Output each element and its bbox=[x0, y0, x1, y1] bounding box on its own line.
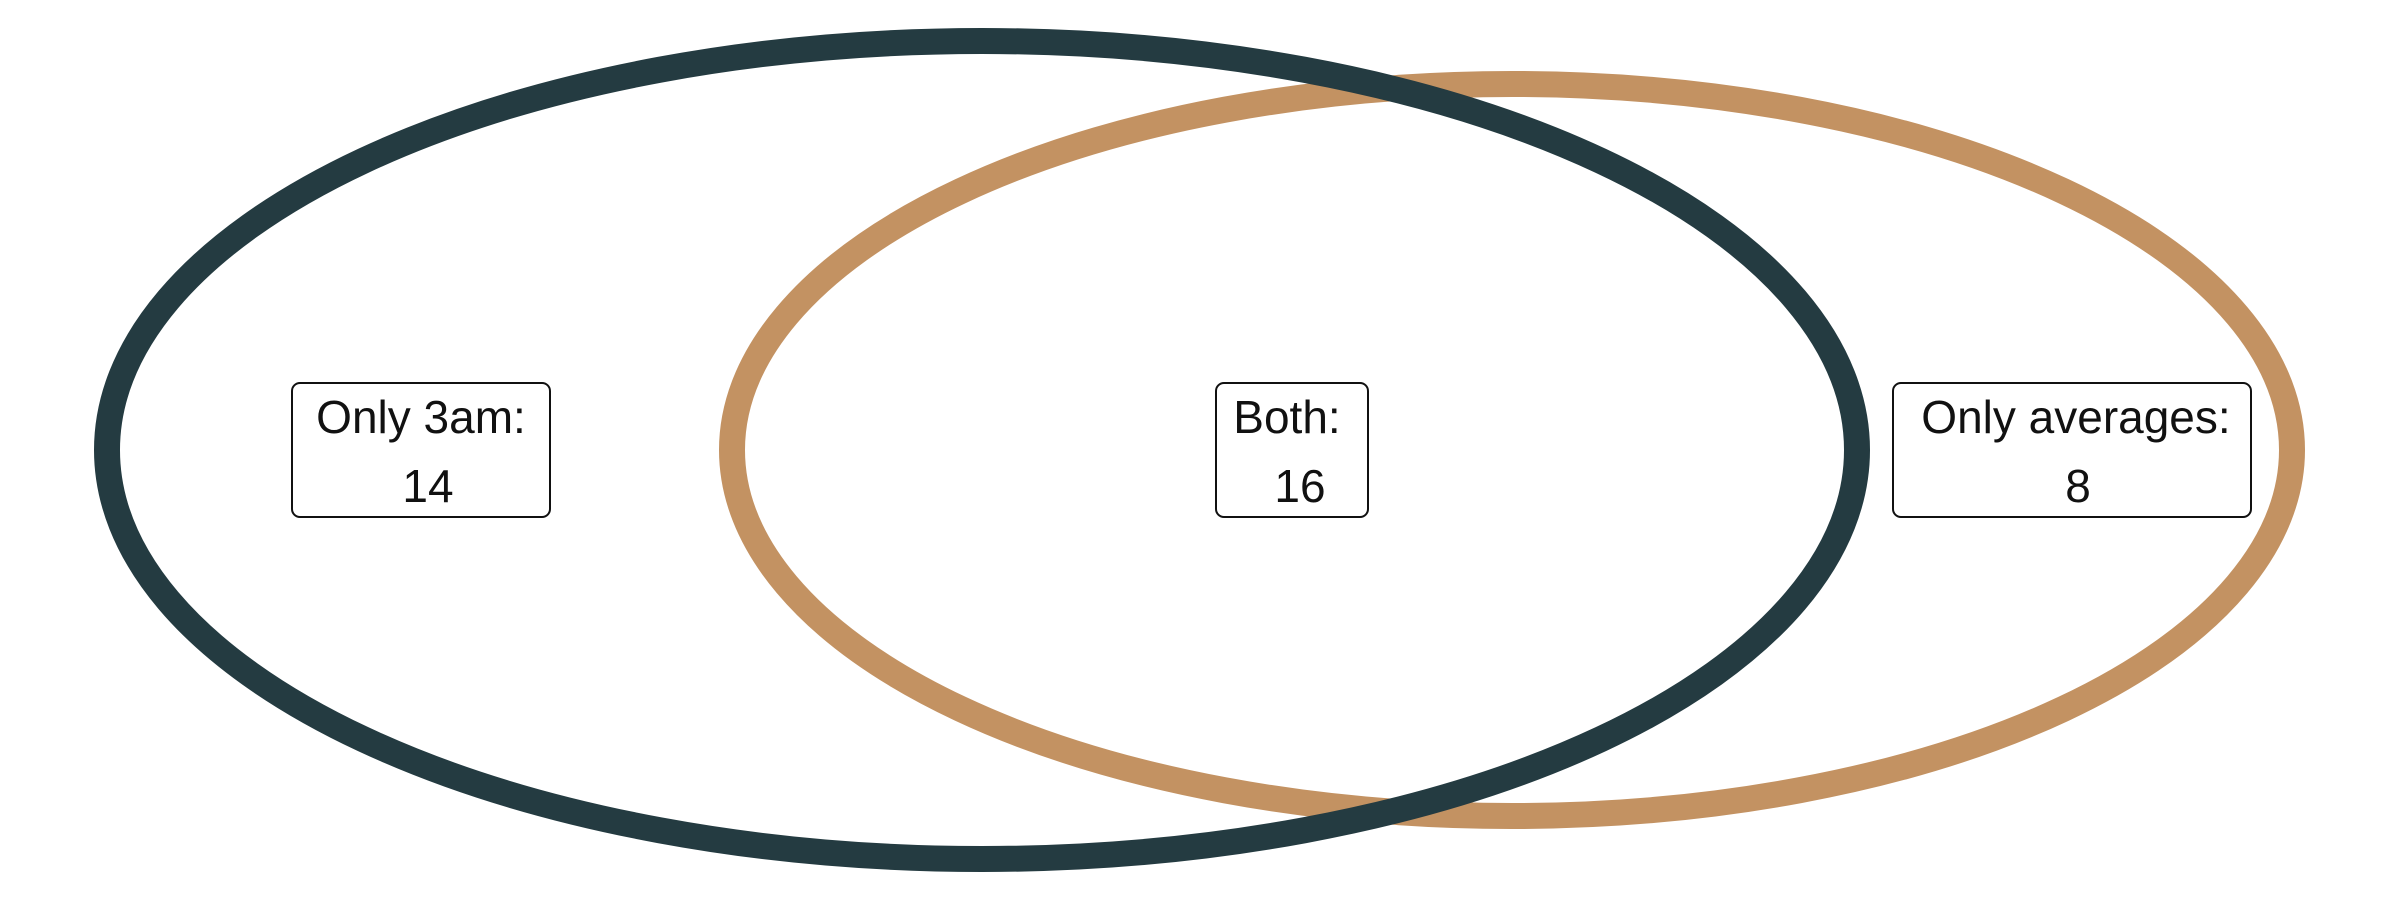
label-box-only-3am bbox=[291, 382, 551, 518]
label-box-only-averages bbox=[1892, 382, 2252, 518]
only-averages-label: Only averages: bbox=[1921, 391, 2230, 443]
both-count: 16 bbox=[1274, 460, 1325, 512]
only-averages-count: 8 bbox=[2065, 460, 2091, 512]
region-only-averages: Only averages: 8 bbox=[1892, 382, 2252, 518]
label-box-both bbox=[1215, 382, 1369, 518]
only-3am-label: Only 3am: bbox=[316, 391, 526, 443]
set-circle-averages bbox=[719, 71, 2305, 829]
only-3am-count: 14 bbox=[402, 460, 453, 512]
set-circle-3am bbox=[94, 28, 1870, 872]
region-only-3am: Only 3am: 14 bbox=[291, 382, 551, 518]
region-both: Both: 16 bbox=[1215, 382, 1369, 518]
both-label: Both: bbox=[1233, 391, 1340, 443]
